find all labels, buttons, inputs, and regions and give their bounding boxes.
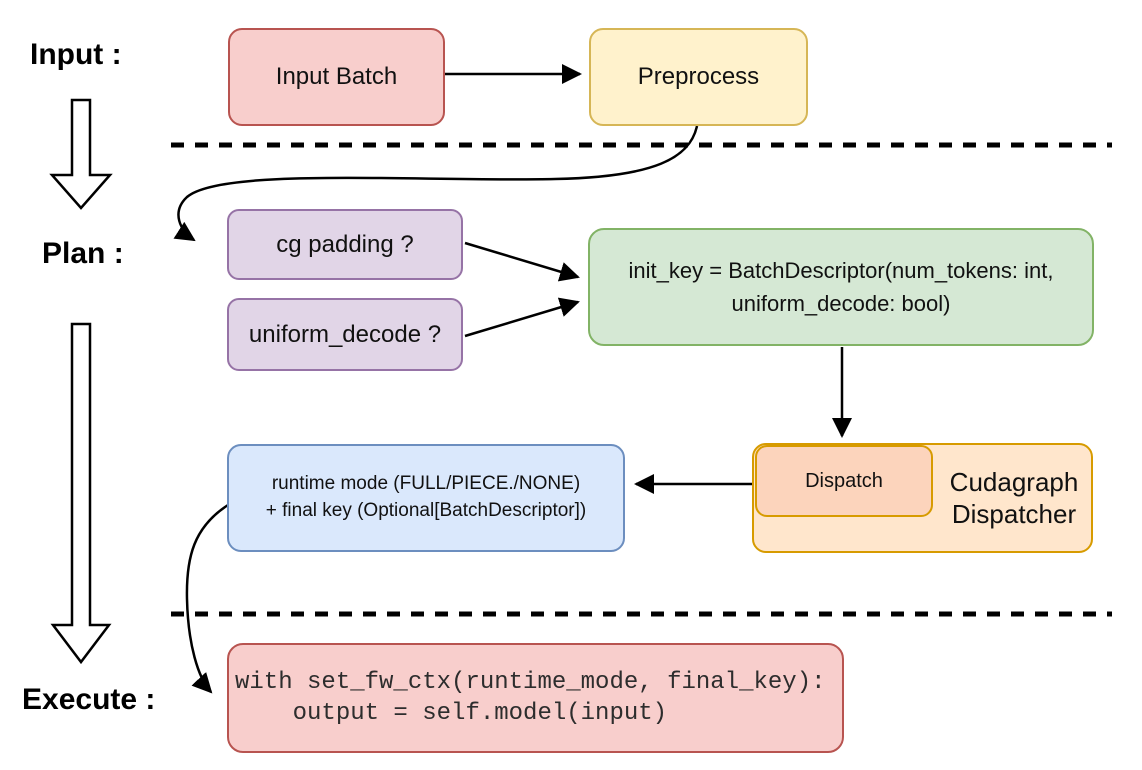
node-dispatch-label: Dispatch [805, 469, 883, 492]
curve-preprocess-to-cgpadding [173, 125, 699, 242]
node-uniform-decode: uniform_decode ? [227, 298, 463, 371]
node-input-batch: Input Batch [228, 28, 445, 126]
arrow-uniformdecode-to-initkey [464, 297, 580, 338]
node-uniform-decode-label: uniform_decode ? [248, 320, 442, 348]
node-dispatch: Dispatch [755, 445, 933, 517]
node-preprocess: Preprocess [589, 28, 808, 126]
node-input-batch-label: Input Batch [275, 63, 398, 90]
arrow-cgpadding-to-initkey [464, 241, 580, 282]
node-cudagraph-dispatcher-line1: Cudagraph [949, 466, 1079, 497]
node-cudagraph-dispatcher-text: Cudagraph Dispatcher [934, 445, 1094, 551]
node-runtime-result-line2: + final key (Optional[BatchDescriptor]) [265, 500, 587, 521]
node-init-key: init_key = BatchDescriptor(num_tokens: i… [588, 228, 1094, 346]
stage-label-input: Input : [30, 38, 122, 71]
node-runtime-result: runtime mode (FULL/PIECE./NONE) + final … [227, 444, 625, 552]
node-execute-code-line2: output = self.model(input) [235, 700, 668, 727]
node-cg-padding: cg padding ? [227, 209, 463, 280]
node-init-key-line1: init_key = BatchDescriptor(num_tokens: i… [628, 258, 1054, 283]
stage-label-plan: Plan : [42, 237, 124, 270]
node-execute-code-line1: with set_fw_ctx(runtime_mode, final_key)… [235, 668, 826, 696]
node-init-key-line2: uniform_decode: bool) [731, 291, 951, 316]
node-preprocess-label: Preprocess [637, 63, 760, 90]
stage-arrow-input-to-plan [49, 98, 113, 210]
node-cudagraph-dispatcher-line2: Dispatcher [951, 499, 1077, 529]
node-execute-code: with set_fw_ctx(runtime_mode, final_key)… [227, 643, 844, 753]
node-runtime-result-line1: runtime mode (FULL/PIECE./NONE) [271, 473, 581, 495]
stage-label-execute: Execute : [22, 683, 156, 716]
node-cg-padding-label: cg padding ? [276, 230, 414, 258]
stage-arrow-plan-to-execute [50, 322, 112, 665]
curve-runtime-to-execute [185, 503, 229, 694]
